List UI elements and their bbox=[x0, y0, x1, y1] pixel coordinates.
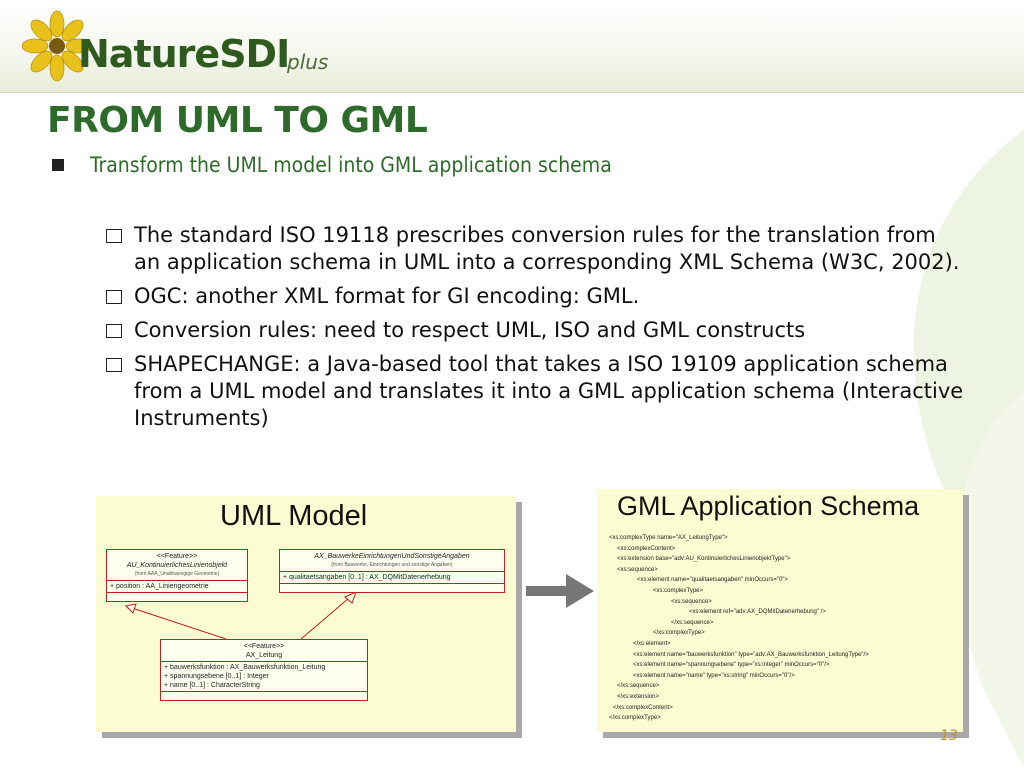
class-attribute: + qualitaetsangaben [0..1] : AX_DQMitDat… bbox=[283, 574, 451, 581]
code-line: <xs:sequence> bbox=[617, 566, 658, 573]
code-line: <xs:complexType> bbox=[653, 587, 704, 594]
slide-title: FROM UML TO GML bbox=[47, 100, 428, 141]
bullet-item: SHAPECHANGE: a Java-based tool that take… bbox=[106, 351, 966, 432]
class-name: AX_BauwerkeEinrichtungenUndSonstigeAngab… bbox=[314, 553, 470, 560]
code-line: </xs:complexContent> bbox=[613, 704, 673, 711]
naturesdi-logo: NatureSDI plus bbox=[22, 10, 342, 82]
code-line: <xs:element name="qualitaetsangaben" min… bbox=[637, 577, 788, 584]
checkbox-bullet-icon bbox=[106, 229, 122, 243]
slide-subtitle: Transform the UML model into GML applica… bbox=[90, 153, 612, 177]
code-line: <xs:element name="spannungsebene" type="… bbox=[633, 662, 830, 669]
class-attribute: + position : AA_Liniengeometrie bbox=[110, 583, 209, 590]
code-line: </xs:complexType> bbox=[609, 715, 661, 722]
uml-model-panel: UML Model <<Feature>> AU_Kontinuierliche… bbox=[96, 496, 516, 732]
checkbox-bullet-icon bbox=[106, 358, 122, 372]
bullet-item: The standard ISO 19118 prescribes conver… bbox=[106, 222, 966, 276]
class-attribute: + name [0..1] : CharacterString bbox=[164, 682, 260, 689]
logo-word-sdi: SDI bbox=[219, 32, 290, 76]
class-name: AX_Leitung bbox=[245, 652, 283, 659]
logo-wordmark: NatureSDI bbox=[78, 32, 290, 76]
background-leaf-decoration bbox=[913, 130, 1024, 768]
bullet-list: The standard ISO 19118 prescribes conver… bbox=[106, 222, 966, 439]
gml-code-listing: <xs:complexType name="AX_LeitungType"> <… bbox=[609, 533, 869, 724]
code-line: <xs:complexContent> bbox=[617, 545, 676, 552]
logo-word-nature: Nature bbox=[78, 32, 220, 76]
uml-class-ax-leitung: <<Feature>> AX_Leitung + bauwerksfunktio… bbox=[160, 639, 368, 701]
bullet-text: SHAPECHANGE: a Java-based tool that take… bbox=[134, 352, 964, 430]
bullet-text: The standard ISO 19118 prescribes conver… bbox=[134, 223, 960, 274]
code-line: <xs:element name="name" type="xs:string"… bbox=[633, 672, 795, 679]
code-line: <xs:complexType name="AX_LeitungType"> bbox=[609, 535, 728, 541]
gml-schema-panel: GML Application Schema <xs:complexType n… bbox=[597, 489, 963, 732]
code-line: <xs:element name="bauwerksfunktion" type… bbox=[633, 651, 869, 658]
uml-class-kontinuierliches-linienobjekt: <<Feature>> AU_KontinuierlichesLinienobj… bbox=[106, 549, 248, 602]
code-line: </xs:extension> bbox=[617, 693, 660, 700]
logo-word-plus: plus bbox=[287, 50, 329, 74]
checkbox-bullet-icon bbox=[106, 290, 122, 304]
class-origin: (from Bauwerke, Einrichtungen und sonsti… bbox=[331, 562, 453, 568]
bullet-text: Conversion rules: need to respect UML, I… bbox=[134, 318, 806, 342]
header-band bbox=[0, 0, 1024, 93]
square-bullet-icon bbox=[52, 159, 64, 171]
page-number: 13 bbox=[940, 728, 958, 744]
code-line: <xs:sequence> bbox=[671, 598, 712, 605]
code-line: </xs:complexType> bbox=[653, 630, 705, 637]
class-name: AU_KontinuierlichesLinienobjekt bbox=[126, 562, 228, 569]
code-line: <xs:extension base="adv:AU_Kontinuierlic… bbox=[617, 556, 791, 563]
uml-panel-title: UML Model bbox=[220, 500, 368, 532]
subtitle-row: Transform the UML model into GML applica… bbox=[52, 153, 612, 177]
generalization-arrows bbox=[124, 591, 357, 640]
bullet-item: Conversion rules: need to respect UML, I… bbox=[106, 317, 966, 344]
code-line: </xs:sequence> bbox=[671, 619, 714, 626]
gml-panel-title: GML Application Schema bbox=[617, 491, 920, 521]
code-line: <xs:element ref="adv:AX_DQMitDatenerhebu… bbox=[689, 609, 826, 616]
code-line: </xs:element> bbox=[633, 640, 671, 647]
class-attribute: + bauwerksfunktion : AX_Bauwerksfunktion… bbox=[164, 664, 326, 671]
class-stereotype: <<Feature>> bbox=[243, 643, 285, 650]
code-line: </xs:sequence> bbox=[617, 683, 660, 690]
arrow-right-icon bbox=[526, 574, 594, 608]
bullet-item: OGC: another XML format for GI encoding:… bbox=[106, 283, 966, 310]
class-stereotype: <<Feature>> bbox=[156, 553, 198, 560]
checkbox-bullet-icon bbox=[106, 324, 122, 338]
class-origin: (from AAA_Unabhaengige Geometrie) bbox=[134, 571, 220, 577]
uml-class-bauwerke-einrichtungen: AX_BauwerkeEinrichtungenUndSonstigeAngab… bbox=[279, 549, 505, 593]
class-attribute: + spannungsebene [0..1] : Integer bbox=[164, 673, 269, 680]
bullet-text: OGC: another XML format for GI encoding:… bbox=[134, 284, 640, 308]
sunflower-icon bbox=[22, 10, 92, 82]
